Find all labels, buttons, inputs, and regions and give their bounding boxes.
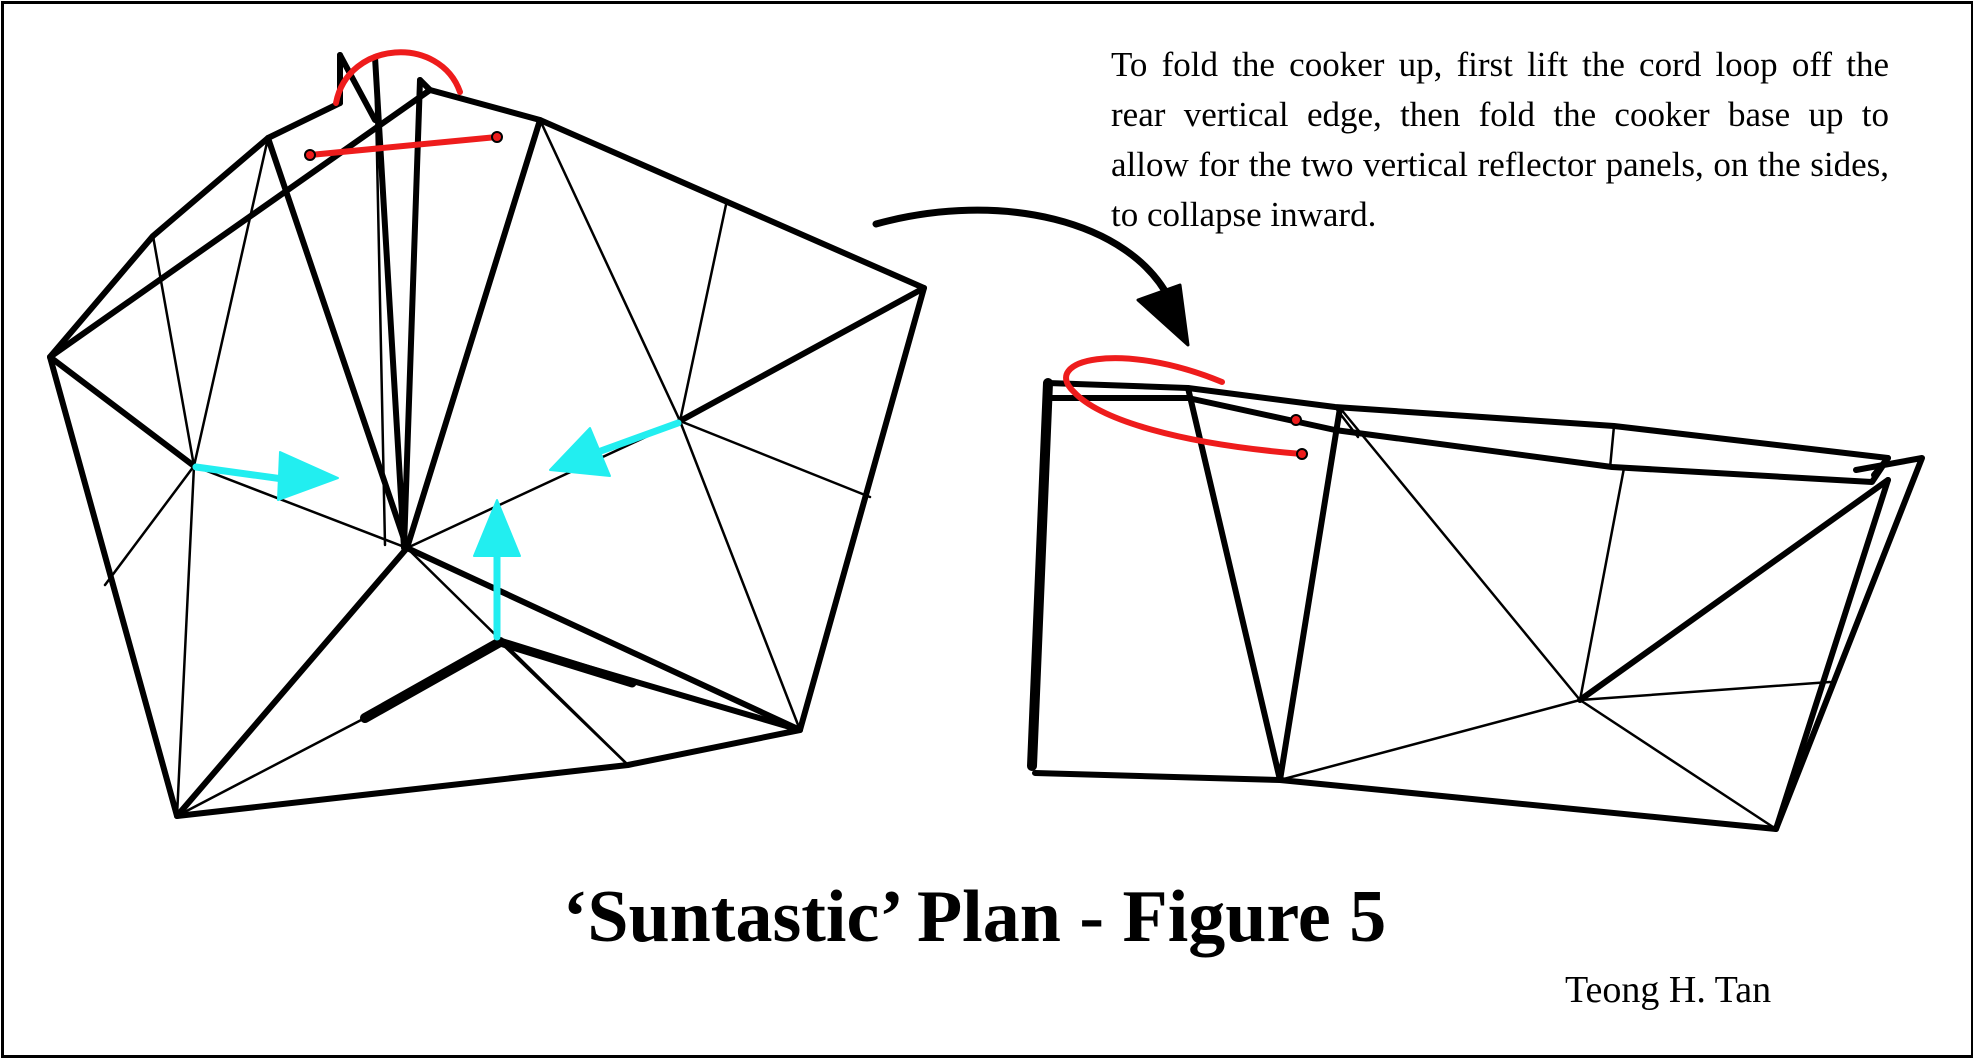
transition-arrow-icon xyxy=(872,206,1190,347)
arrow-left-icon xyxy=(549,419,682,477)
arrow-up-icon xyxy=(473,499,521,641)
author-credit: Teong H. Tan xyxy=(1565,969,1772,1011)
collapse-arrows xyxy=(192,419,682,641)
cord-loop-open xyxy=(304,49,503,161)
arrow-right-icon xyxy=(192,451,339,501)
open-cooker-outline xyxy=(47,52,927,819)
fold-instructions: To fold the cooker up, first lift the co… xyxy=(1111,45,1889,234)
figure-title: ‘Suntastic’ Plan - Figure 5 xyxy=(562,876,1387,958)
folded-cooker-diagram xyxy=(1027,378,1925,832)
open-cooker-creases xyxy=(103,55,872,818)
folded-cooker-outline xyxy=(1027,378,1925,832)
open-cooker-diagram xyxy=(47,52,927,819)
folded-cooker-creases xyxy=(1278,405,1832,831)
cord-loop-folded xyxy=(1063,355,1308,460)
